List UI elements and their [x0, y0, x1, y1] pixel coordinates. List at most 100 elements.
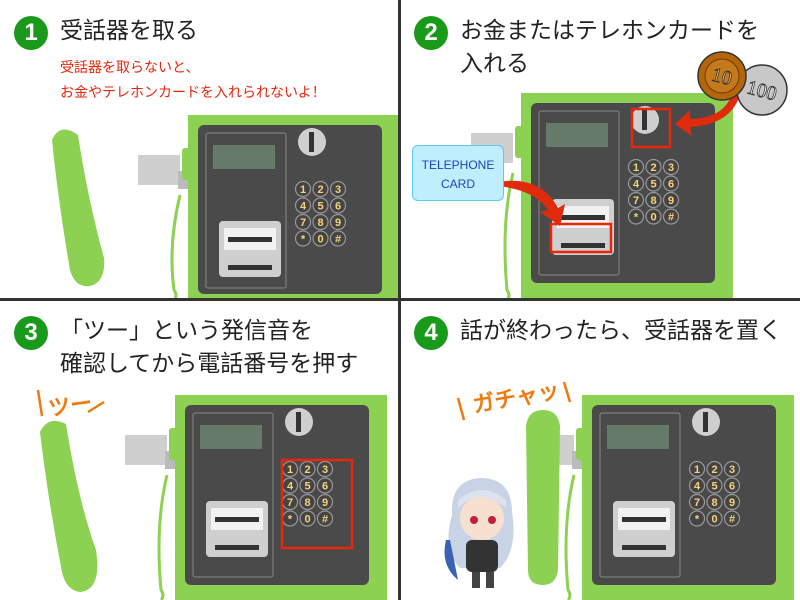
- hook-bracket: [138, 155, 180, 185]
- key-7[interactable]: 7: [688, 493, 706, 511]
- key-label: *: [288, 514, 293, 526]
- key-circle: [688, 510, 706, 527]
- dial-tone-text: ツー: [46, 391, 94, 422]
- key-9[interactable]: 9: [316, 493, 334, 511]
- key-8[interactable]: 8: [645, 191, 662, 209]
- key-8[interactable]: 8: [299, 493, 316, 511]
- key-2[interactable]: 2: [645, 158, 662, 176]
- display-screen: [546, 123, 608, 147]
- coin-arrow: [675, 93, 740, 136]
- panel-outline: [205, 132, 287, 289]
- key-3[interactable]: 3: [723, 460, 741, 478]
- panel-outline: [192, 412, 274, 578]
- key-5[interactable]: 5: [645, 175, 662, 192]
- key-2[interactable]: 2: [299, 460, 316, 478]
- display-screen: [200, 425, 262, 449]
- key-9[interactable]: 9: [723, 493, 741, 511]
- step-title: 「ツー」という発信音を確認してから電話番号を押す: [60, 315, 358, 381]
- key-8[interactable]: 8: [312, 213, 329, 231]
- key-4[interactable]: 4: [281, 477, 299, 494]
- key-label: 1: [633, 162, 639, 174]
- key-4[interactable]: 4: [627, 175, 645, 192]
- key-5[interactable]: 5: [299, 477, 316, 494]
- key-3[interactable]: 3: [329, 180, 347, 198]
- title-line: 確認してから電話番号を押す: [60, 351, 359, 377]
- key-label: 3: [322, 464, 328, 476]
- key-label: 5: [304, 481, 310, 493]
- key-hash[interactable]: #: [662, 208, 680, 225]
- key-circle: [312, 197, 329, 214]
- key-label: *: [695, 514, 700, 526]
- key-circle: [706, 477, 723, 494]
- key-4[interactable]: 4: [688, 477, 706, 494]
- key-6[interactable]: 6: [662, 175, 680, 192]
- key-7[interactable]: 7: [294, 213, 312, 231]
- key-circle: [662, 208, 680, 225]
- key-5[interactable]: 5: [312, 197, 329, 214]
- key-1[interactable]: 1: [281, 460, 299, 478]
- key-circle: [316, 460, 334, 478]
- step-title: 話が終わったら、受話器を置く: [460, 315, 782, 348]
- key-9[interactable]: 9: [329, 213, 347, 231]
- key-label: #: [668, 212, 674, 224]
- card-insert-slot: [622, 517, 666, 522]
- key-star[interactable]: *: [281, 510, 299, 527]
- card-label-line: TELEPHONE: [421, 158, 495, 172]
- key-2[interactable]: 2: [706, 460, 723, 478]
- key-label: 7: [694, 497, 700, 509]
- key-circle: [627, 208, 645, 225]
- key-9[interactable]: 9: [662, 191, 680, 209]
- key-6[interactable]: 6: [329, 197, 347, 214]
- key-0[interactable]: 0: [312, 230, 329, 247]
- key-7[interactable]: 7: [281, 493, 299, 511]
- key-hash[interactable]: #: [316, 510, 334, 527]
- key-circle: [294, 213, 312, 231]
- note-line: 受話器を取らないと、: [60, 60, 200, 76]
- title-line: 入れる: [460, 51, 529, 77]
- title-line: 受話器を取る: [60, 18, 198, 44]
- key-1[interactable]: 1: [627, 158, 645, 176]
- key-label: 0: [304, 514, 310, 526]
- key-0[interactable]: 0: [706, 510, 723, 527]
- key-0[interactable]: 0: [299, 510, 316, 527]
- key-label: 8: [317, 217, 323, 229]
- key-star[interactable]: *: [627, 208, 645, 225]
- key-label: #: [322, 514, 328, 526]
- key-7[interactable]: 7: [627, 191, 645, 209]
- coin-slot-highlight: [630, 107, 672, 149]
- sound-lines: [36, 389, 105, 417]
- key-3[interactable]: 3: [662, 158, 680, 176]
- key-circle: [299, 493, 316, 511]
- key-1[interactable]: 1: [294, 180, 312, 198]
- key-0[interactable]: 0: [645, 208, 662, 225]
- key-star[interactable]: *: [688, 510, 706, 527]
- key-8[interactable]: 8: [706, 493, 723, 511]
- key-circle: [329, 213, 347, 231]
- key-2[interactable]: 2: [312, 180, 329, 198]
- key-label: #: [729, 514, 735, 526]
- card-insert-slot: [561, 215, 605, 220]
- hook-arm: [572, 451, 582, 469]
- key-hash[interactable]: #: [329, 230, 347, 247]
- card-insert-slot: [215, 517, 259, 522]
- key-circle: [294, 230, 312, 247]
- key-6[interactable]: 6: [723, 477, 741, 494]
- key-6[interactable]: 6: [316, 477, 334, 494]
- panel-divider-horizontal: [0, 298, 800, 301]
- handset-on-hook: [526, 410, 560, 585]
- key-circle: [706, 460, 723, 478]
- key-1[interactable]: 1: [688, 460, 706, 478]
- key-4[interactable]: 4: [294, 197, 312, 214]
- key-label: 3: [335, 184, 341, 196]
- key-label: 0: [650, 212, 656, 224]
- key-hash[interactable]: #: [723, 510, 741, 527]
- key-circle: [645, 158, 662, 176]
- key-5[interactable]: 5: [706, 477, 723, 494]
- key-label: 1: [287, 464, 293, 476]
- key-star[interactable]: *: [294, 230, 312, 247]
- key-label: 4: [287, 481, 294, 493]
- key-3[interactable]: 3: [316, 460, 334, 478]
